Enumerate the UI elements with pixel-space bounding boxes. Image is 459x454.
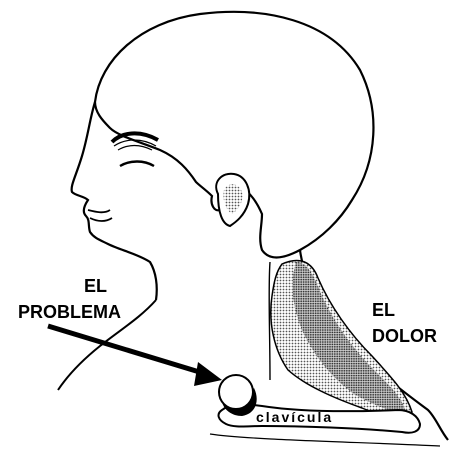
arrow-right-down-icon: [194, 362, 222, 386]
shoulder-line: [210, 434, 440, 446]
problem-label-line2: PROBLEMA: [18, 302, 121, 322]
pain-label-line1: EL: [372, 300, 395, 320]
lips: [88, 210, 112, 221]
clavicle-label: clavícula: [256, 409, 333, 425]
neck-inner-line: [269, 262, 270, 380]
pain-label-line2: DOLOR: [372, 326, 437, 346]
eye: [120, 162, 154, 167]
lump-circle-icon: [219, 375, 253, 409]
arrow-shaft: [48, 326, 206, 374]
problem-label-line1: EL: [84, 276, 107, 296]
